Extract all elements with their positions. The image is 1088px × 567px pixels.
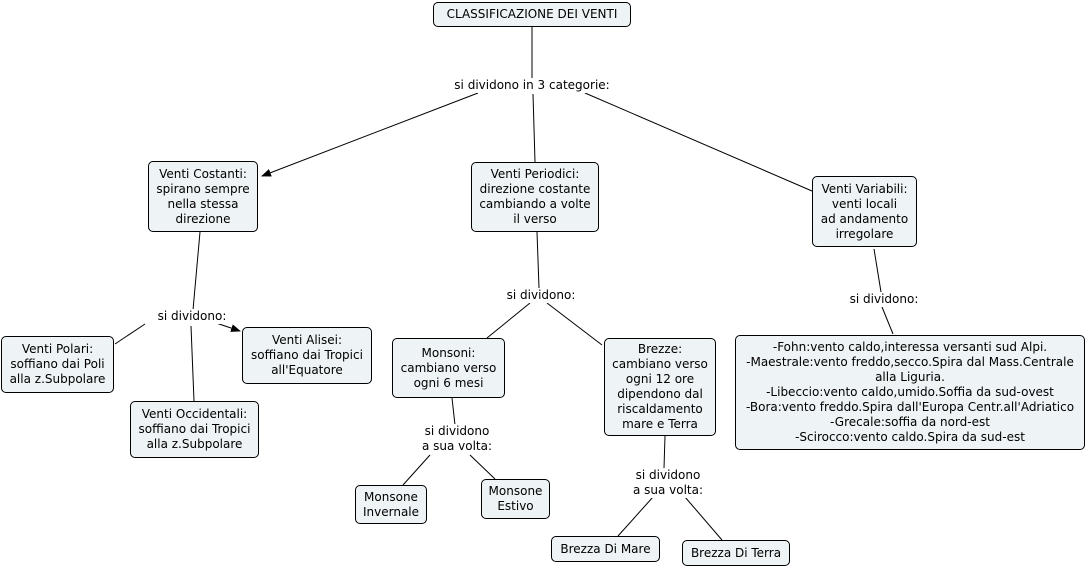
edge-div-mare <box>617 496 654 537</box>
node-venti-polari[interactable]: Venti Polari: soffiano dai Poli alla z.S… <box>1 336 114 393</box>
edge-categorie-variabili <box>584 92 813 192</box>
node-brezze[interactable]: Brezze: cambiano verso ogni 12 ore dipen… <box>604 338 716 436</box>
node-brezza-di-mare[interactable]: Brezza Di Mare <box>551 536 660 562</box>
link-monsoni-si-dividono[interactable]: si dividono a sua volta: <box>411 424 503 454</box>
edge-monsoni-div <box>451 397 456 426</box>
node-monsoni[interactable]: Monsoni: cambiano verso ogni 6 mesi <box>392 338 505 398</box>
edge-brezze-div <box>663 435 666 469</box>
edge-div-terra <box>684 496 723 541</box>
edge-div-brezze <box>546 302 603 346</box>
edge-div-polari <box>114 323 146 345</box>
edge-div-occidentali <box>190 325 195 402</box>
link-periodici-si-dividono[interactable]: si dividono: <box>497 288 585 303</box>
edge-div-monsoni <box>486 302 531 339</box>
node-venti-periodici[interactable]: Venti Periodici: direzione costante camb… <box>471 162 599 232</box>
node-monsone-invernale[interactable]: Monsone Invernale <box>355 485 427 524</box>
edge-div-estivo <box>469 454 496 480</box>
node-classificazione-venti[interactable]: CLASSIFICAZIONE DEI VENTI <box>433 2 631 27</box>
link-brezze-si-dividono[interactable]: si dividono a sua volta: <box>622 468 714 498</box>
link-costanti-si-dividono[interactable]: si dividono: <box>148 309 236 324</box>
node-venti-variabili[interactable]: Venti Variabili: venti locali ad andamen… <box>812 176 917 247</box>
link-si-dividono-3-categorie[interactable]: si dividono in 3 categorie: <box>446 78 618 93</box>
node-venti-costanti[interactable]: Venti Costanti: spirano sempre nella ste… <box>148 161 258 232</box>
edge-categorie-periodici <box>532 93 536 163</box>
edge-div-alisei <box>215 322 241 332</box>
node-brezza-di-terra[interactable]: Brezza Di Terra <box>682 540 790 566</box>
link-variabili-si-dividono[interactable]: si dividono: <box>840 292 928 307</box>
node-venti-occidentali[interactable]: Venti Occidentali: soffiano dai Tropici … <box>130 401 259 458</box>
edge-variabili-div <box>873 248 882 293</box>
node-venti-alisei[interactable]: Venti Alisei: soffiano dai Tropici all'E… <box>242 327 372 384</box>
node-venti-locali[interactable]: -Fohn:vento caldo,interessa versanti sud… <box>735 335 1085 450</box>
edge-categorie-costanti <box>261 92 479 177</box>
edge-div-locali <box>881 306 894 335</box>
node-monsone-estivo[interactable]: Monsone Estivo <box>481 479 550 519</box>
edge-costanti-div <box>192 231 201 311</box>
edge-periodici-div <box>536 231 540 289</box>
edge-div-invernale <box>402 454 431 486</box>
